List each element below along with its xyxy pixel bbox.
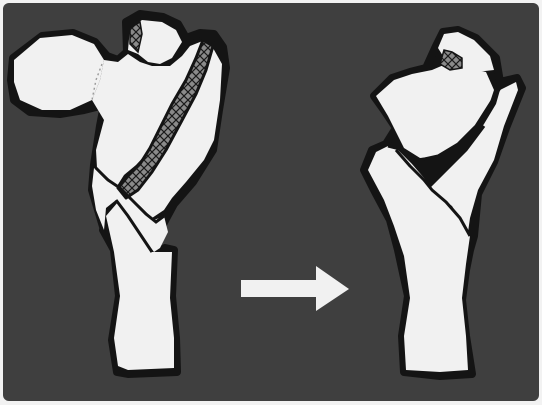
femur-osteotomy-figure — [0, 0, 542, 405]
figure-canvas — [0, 0, 542, 405]
